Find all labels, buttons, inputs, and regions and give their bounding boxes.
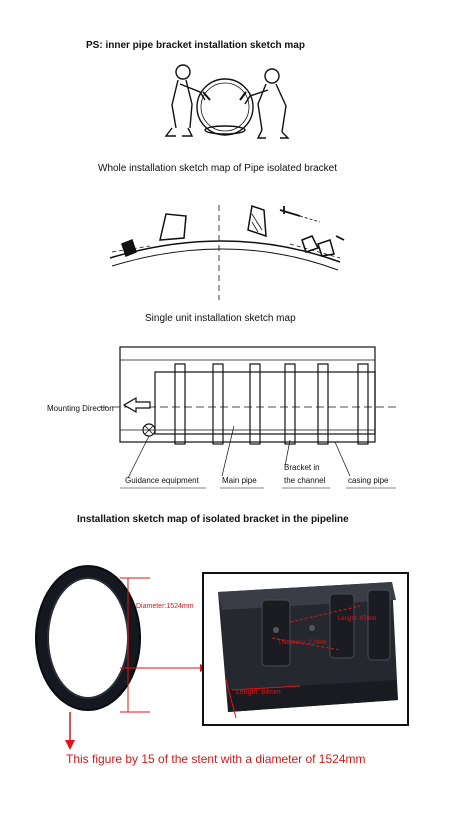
- main-pipe-label: Main pipe: [222, 476, 257, 485]
- bracket-ring-photo: [35, 565, 141, 711]
- mounting-direction-label: Mounting Direction: [47, 404, 114, 413]
- thickness-label: Thickness: 2.0mm: [278, 640, 327, 646]
- photo-caption: This figure by 15 of the stent with a di…: [66, 752, 366, 766]
- length-top-label: Length: 87mm: [338, 616, 377, 622]
- single-unit-title: Single unit installation sketch map: [145, 313, 296, 324]
- diameter-label: Diameter:1524mm: [136, 603, 194, 610]
- bracket-label-line2: the channel: [284, 476, 326, 485]
- whole-installation-title: Whole installation sketch map of Pipe is…: [98, 163, 338, 174]
- casing-pipe-label: casing pipe: [348, 476, 389, 485]
- guidance-equipment-label: Guidance equipment: [125, 476, 199, 485]
- bracket-label-line1: Bracket in: [284, 463, 320, 472]
- pipeline-installation-title: Installation sketch map of isolated brac…: [77, 514, 349, 525]
- ps-title: PS: inner pipe bracket installation sket…: [86, 40, 305, 51]
- length-bottom-label: Length: 84mm: [236, 689, 281, 696]
